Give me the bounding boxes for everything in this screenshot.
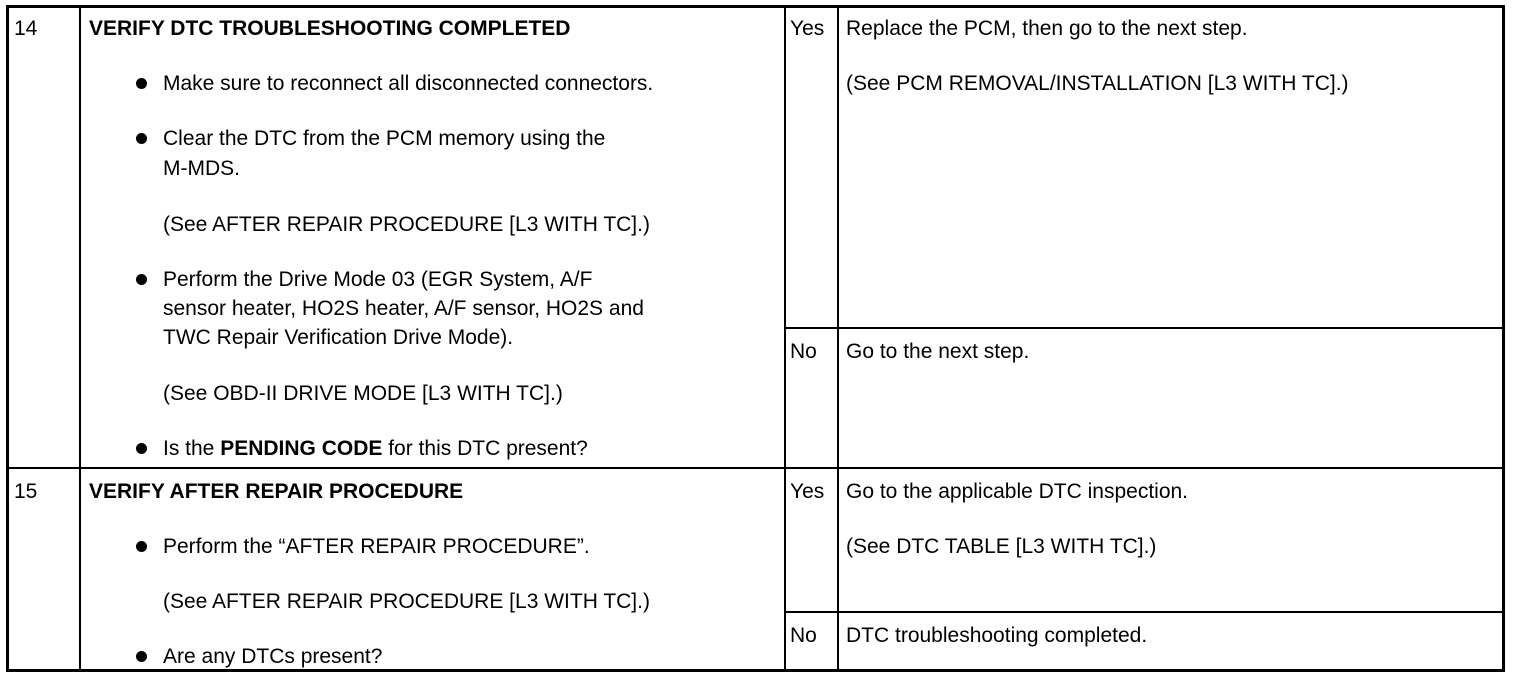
bullet-icon [136,443,147,454]
instruction-text: Perform the “AFTER REPAIR PROCEDURE”. [163,535,590,558]
step-title: VERIFY AFTER REPAIR PROCEDURE [89,480,464,503]
instruction-text: Make sure to reconnect all disconnected … [163,72,654,95]
bullet-icon [136,78,147,89]
no-label: No [790,340,817,363]
yes-action: Replace the PCM, then go to the next ste… [846,17,1248,40]
question-text: Is the PENDING CODE for this DTC present… [163,437,588,460]
col-divider-result [837,5,839,672]
yes-no-divider-15 [784,611,1505,613]
col-divider-action [784,5,786,672]
question-text: Are any DTCs present? [163,645,383,668]
step-number: 14 [14,17,38,40]
yes-label: Yes [790,480,825,503]
no-action: DTC troubleshooting completed. [846,624,1148,647]
reference-text: (See OBD-II DRIVE MODE [L3 WITH TC].) [163,382,563,405]
reference-text: (See AFTER REPAIR PROCEDURE [L3 WITH TC]… [163,213,650,236]
instruction-text: Clear the DTC from the PCM memory using … [163,127,606,150]
instruction-text: TWC Repair Verification Drive Mode). [163,326,514,349]
yes-reference: (See PCM REMOVAL/INSTALLATION [L3 WITH T… [846,72,1349,95]
yes-reference: (See DTC TABLE [L3 WITH TC].) [846,535,1157,558]
yes-action: Go to the applicable DTC inspection. [846,480,1189,503]
no-action: Go to the next step. [846,340,1030,363]
no-label: No [790,624,817,647]
col-divider-step [79,5,81,672]
instruction-text: sensor heater, HO2S heater, A/F sensor, … [163,297,644,320]
yes-label: Yes [790,17,825,40]
step-number: 15 [14,480,38,503]
bullet-icon [136,274,147,285]
bullet-icon [136,133,147,144]
step-title: VERIFY DTC TROUBLESHOOTING COMPLETED [89,17,571,40]
bullet-icon [136,541,147,552]
instruction-text: Perform the Drive Mode 03 (EGR System, A… [163,268,593,291]
yes-no-divider-14 [784,327,1505,329]
bullet-icon [136,651,147,662]
instruction-text: M-MDS. [163,157,240,180]
reference-text: (See AFTER REPAIR PROCEDURE [L3 WITH TC]… [163,590,650,613]
row-divider [6,467,1505,469]
troubleshooting-table [6,5,1505,672]
